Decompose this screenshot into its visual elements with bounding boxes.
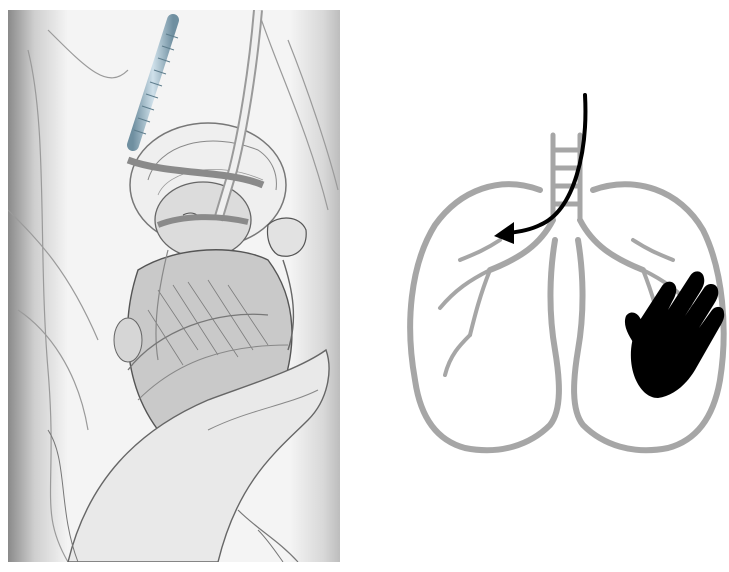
lung-schematic [390,80,729,480]
left-bronchus [490,220,553,270]
left-lung [410,184,559,450]
lung-schematic-svg [390,80,729,480]
sketch-illustration-svg [8,10,340,562]
hand-icon [625,271,724,398]
sketch-illustration [8,10,340,562]
right-bronchus [580,220,643,270]
infant-hand [267,218,306,256]
